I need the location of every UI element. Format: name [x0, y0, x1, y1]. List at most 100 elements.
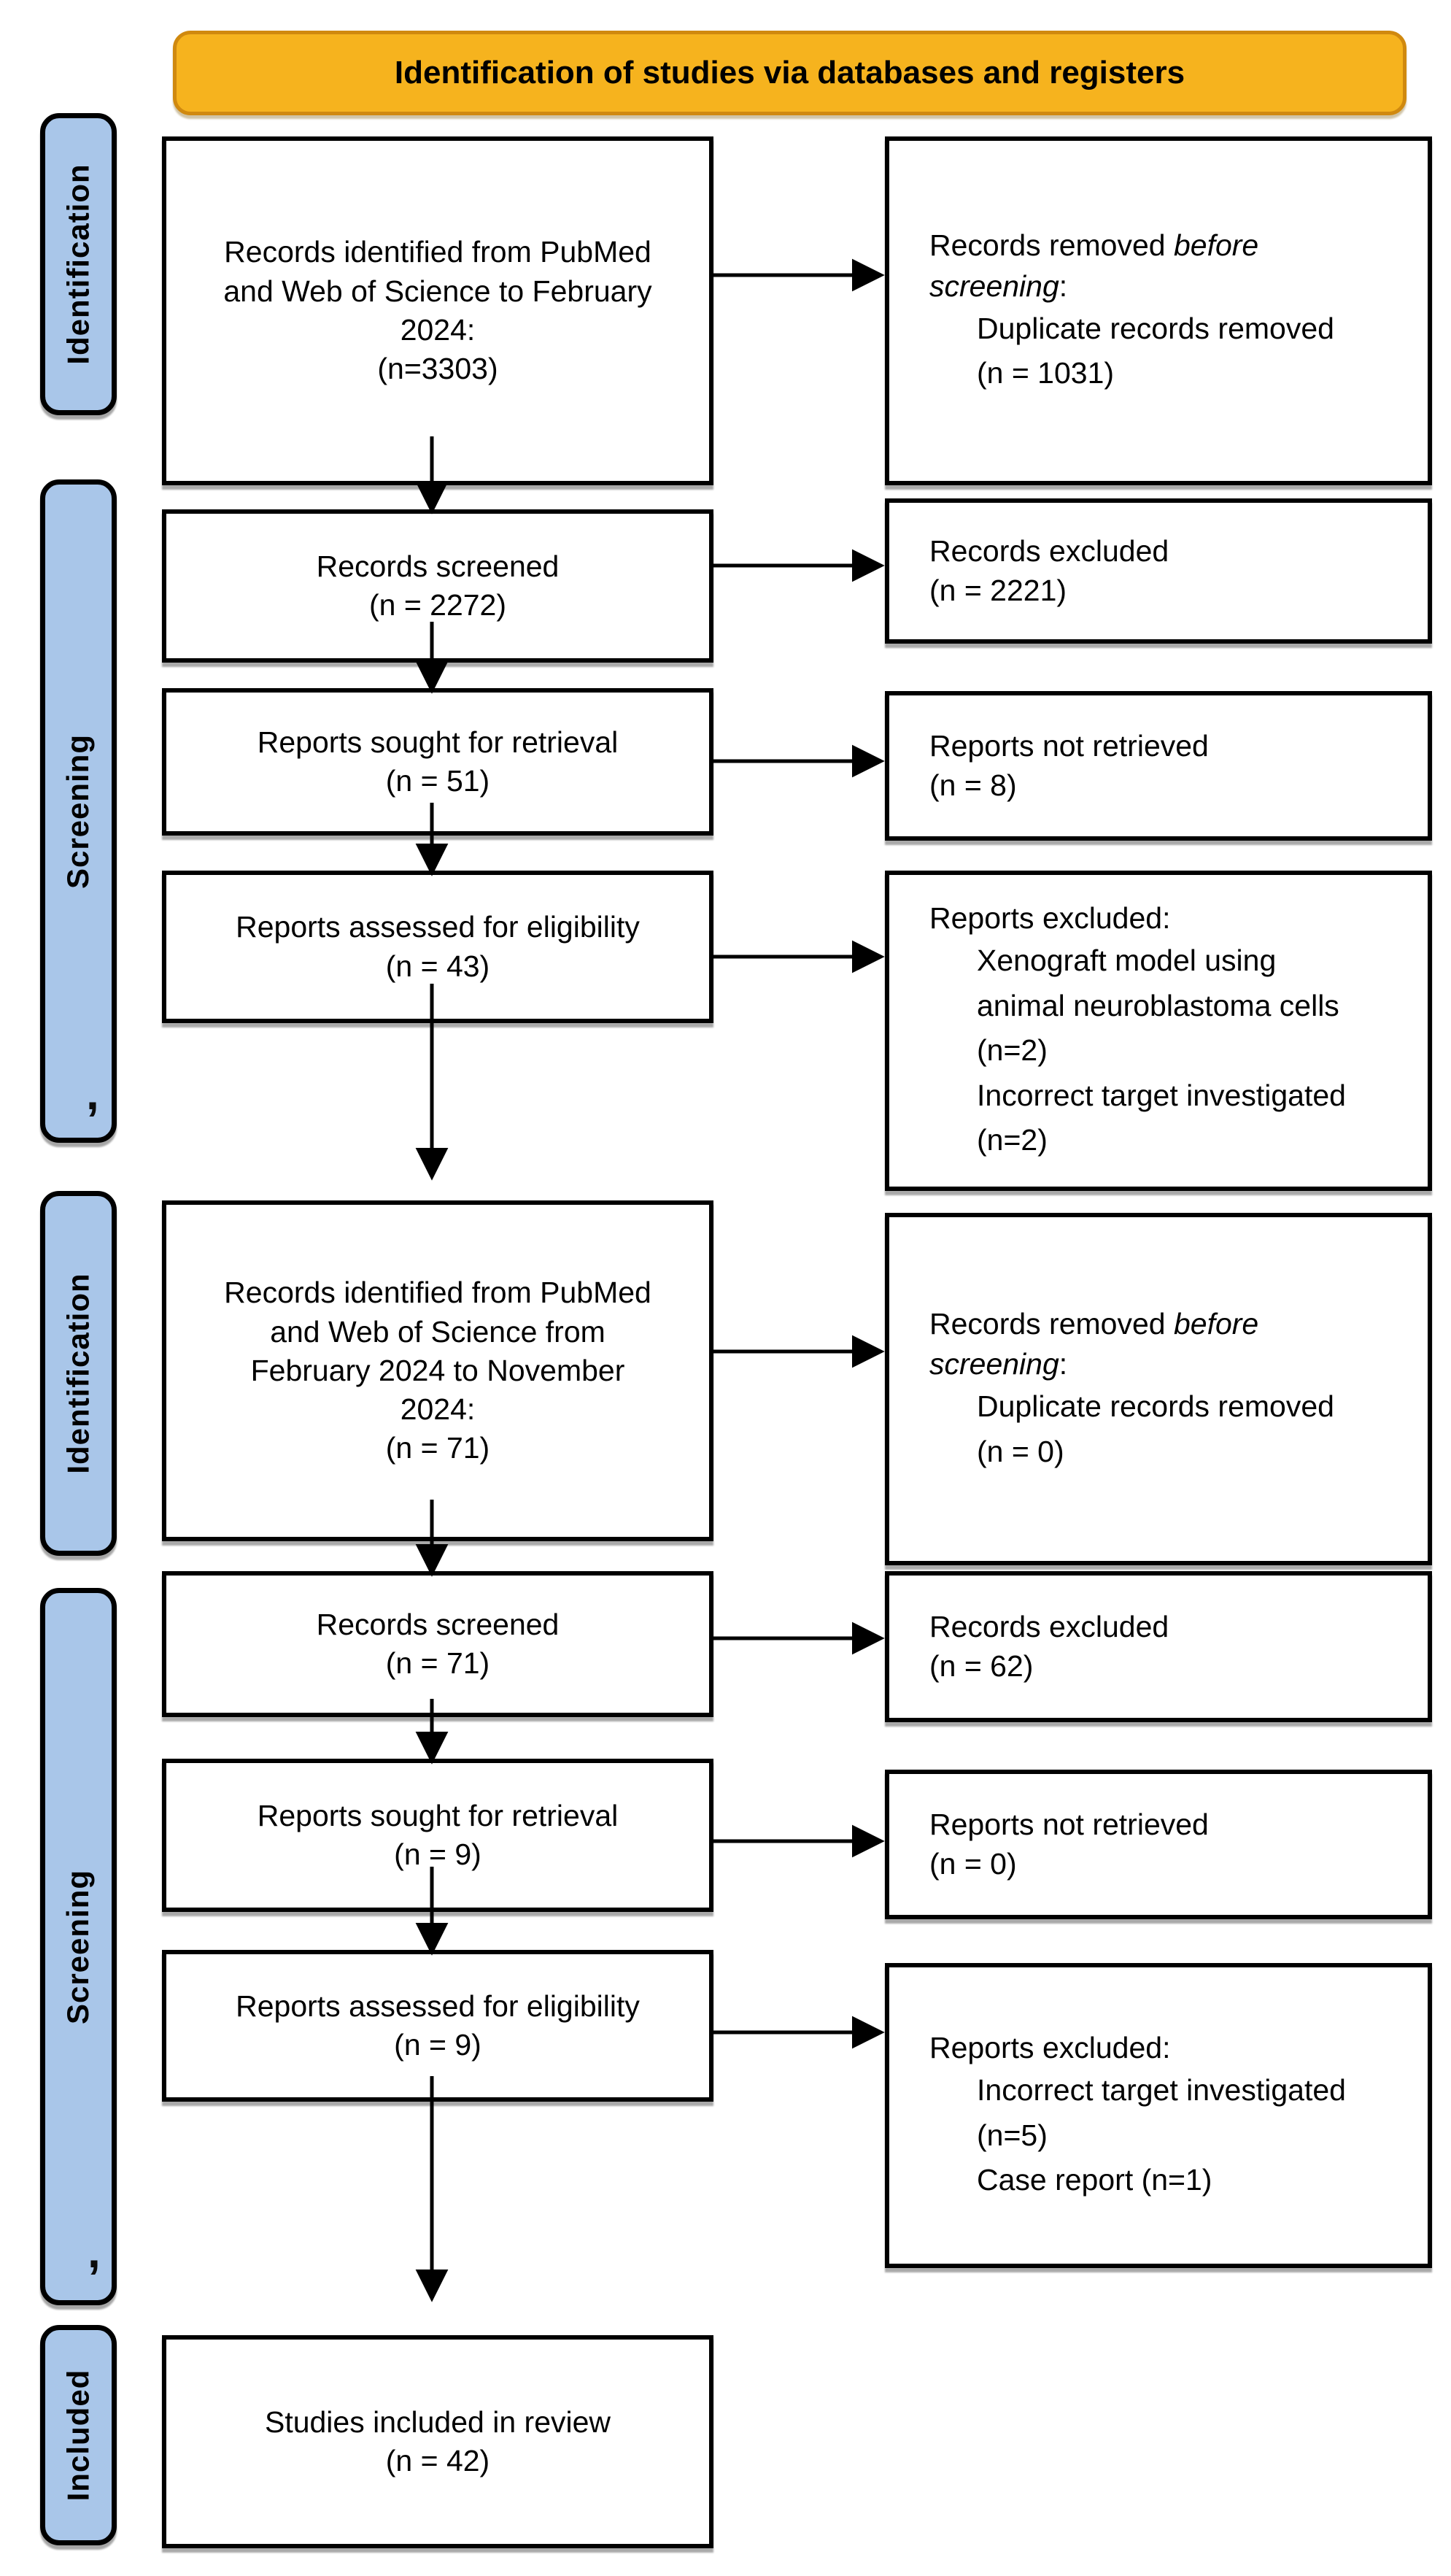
box-text: Studies included in review (n = 42): [265, 2403, 611, 2481]
box-text: Reports not retrieved (n = 0): [929, 1805, 1209, 1883]
text-line: and Web of Science from: [270, 1314, 605, 1349]
text-line: Case report (n=1): [977, 2163, 1212, 2197]
box-studies-included: Studies included in review (n = 42): [162, 2335, 713, 2548]
box-records-excluded-1: Records excluded (n = 2221): [885, 498, 1432, 644]
box-text: Records removed before: [929, 1304, 1258, 1344]
text-line: Reports not retrieved: [929, 729, 1209, 763]
text-line: Duplicate records removed: [977, 1389, 1334, 1424]
text-line: Reports assessed for eligibility: [236, 910, 640, 944]
text-line: (n = 0): [929, 1846, 1017, 1881]
head-italic: screening: [929, 269, 1059, 303]
box-records-excluded-2: Records excluded (n = 62): [885, 1571, 1432, 1722]
text-line: (n = 43): [385, 949, 490, 983]
text-line: 2024:: [400, 313, 476, 347]
box-text: Records identified from PubMed and Web of…: [223, 233, 651, 388]
sidebar-label: Screening: [61, 733, 96, 889]
text-line: Xenograft model using: [977, 944, 1277, 978]
text-line: Reports assessed for eligibility: [236, 1989, 640, 2023]
box-reports-not-retrieved-2: Reports not retrieved (n = 0): [885, 1770, 1432, 1919]
text-line: Studies included in review: [264, 2405, 611, 2439]
text-line: animal neuroblastoma cells: [977, 988, 1339, 1022]
box-detail: Duplicate records removed (n = 0): [977, 1384, 1334, 1474]
text-line: (n = 0): [977, 1434, 1064, 1468]
box-reports-assessed-1: Reports assessed for eligibility (n = 43): [162, 871, 713, 1023]
box-text: Reports excluded:: [929, 901, 1171, 936]
box-text: Reports assessed for eligibility (n = 43): [236, 908, 640, 986]
head-italic: before: [1173, 1306, 1259, 1341]
head-text: Records removed: [929, 228, 1174, 263]
head-text: :: [1059, 269, 1068, 303]
box-text: Records identified from PubMed and Web of…: [224, 1273, 651, 1468]
text-line: Records screened: [316, 1607, 560, 1641]
text-line: Reports not retrieved: [929, 1808, 1209, 1842]
text-line: Incorrect target investigated: [977, 1078, 1346, 1112]
box-records-removed-1: Records removed before screening: Duplic…: [885, 136, 1432, 485]
box-records-screened-2: Records screened (n = 71): [162, 1571, 713, 1717]
box-reports-sought-1: Reports sought for retrieval (n = 51): [162, 688, 713, 836]
text-line: Records screened: [316, 549, 560, 583]
head-text: Records removed: [929, 1306, 1174, 1341]
head-italic: screening: [929, 1347, 1059, 1381]
text-line: Duplicate records removed: [977, 311, 1334, 345]
box-reports-not-retrieved-1: Reports not retrieved (n = 8): [885, 691, 1432, 841]
box-reports-assessed-2: Reports assessed for eligibility (n = 9): [162, 1950, 713, 2102]
box-detail: Duplicate records removed (n = 1031): [977, 306, 1334, 396]
text-line: Incorrect target investigated: [977, 2073, 1346, 2108]
box-text: Reports not retrieved (n = 8): [929, 727, 1209, 805]
box-text: Reports excluded:: [929, 2031, 1171, 2065]
box-records-screened-1: Records screened (n = 2272): [162, 509, 713, 663]
box-text: Records excluded (n = 2221): [929, 532, 1169, 610]
box-text: Records removed before: [929, 225, 1258, 266]
box-records-identified-1: Records identified from PubMed and Web of…: [162, 136, 713, 485]
text-line: Records excluded: [929, 534, 1169, 568]
text-line: (n = 8): [929, 768, 1017, 802]
sidebar-label: Identification: [61, 1273, 96, 1474]
box-text: screening:: [929, 266, 1067, 306]
sidebar-label: Identification: [61, 163, 96, 365]
text-line: Records identified from PubMed: [224, 1276, 651, 1310]
box-reports-excluded-2: Reports excluded: Incorrect target inves…: [885, 1963, 1432, 2268]
sidebar-label: Screening: [61, 1869, 96, 2024]
text-line: (n=2): [977, 1033, 1048, 1068]
box-reports-excluded-1: Reports excluded: Xenograft model using a…: [885, 871, 1432, 1191]
box-text: Records screened (n = 71): [317, 1605, 560, 1684]
box-text: Reports assessed for eligibility (n = 9): [236, 1987, 640, 2065]
text-line: (n=3303): [377, 352, 498, 386]
text-line: Records excluded: [929, 1610, 1169, 1644]
text-line: (n = 2272): [368, 588, 507, 622]
text-line: (n = 51): [385, 764, 490, 798]
text-line: (n = 2221): [929, 573, 1067, 607]
box-records-removed-2: Records removed before screening: Duplic…: [885, 1213, 1432, 1565]
box-records-identified-2: Records identified from PubMed and Web of…: [162, 1200, 713, 1541]
banner-title: Identification of studies via databases …: [394, 55, 1185, 90]
text-line: (n = 71): [385, 1431, 490, 1465]
banner: Identification of studies via databases …: [173, 31, 1406, 115]
text-line: (n=5): [977, 2118, 1048, 2152]
head-text: :: [1059, 1347, 1068, 1381]
box-text: screening:: [929, 1344, 1067, 1384]
box-detail: Xenograft model using animal neuroblastom…: [977, 938, 1346, 1163]
box-text: Records excluded (n = 62): [929, 1608, 1169, 1686]
text-line: (n=2): [977, 1123, 1048, 1157]
sidebar-stage-screening-2: Screening: [40, 1588, 117, 2305]
sidebar-stage-screening-1: Screening: [40, 479, 117, 1143]
text-line: (n = 1031): [977, 356, 1115, 390]
sidebar-stage-included: Included: [40, 2325, 117, 2545]
sidebar-stage-identification-2: Identification: [40, 1191, 117, 1556]
text-line: (n = 71): [385, 1646, 490, 1680]
sidebar-stage-identification-1: Identification: [40, 113, 117, 415]
text-line: Records identified from PubMed: [224, 235, 651, 269]
text-line: (n = 9): [394, 2028, 481, 2062]
box-reports-sought-2: Reports sought for retrieval(n = 9): [162, 1759, 713, 1912]
text-line: Reports sought for retrieval: [257, 725, 619, 759]
text-line: February 2024 to November: [250, 1353, 625, 1387]
text-line: Reports sought for retrieval: [257, 1798, 619, 1832]
sidebar-label: Included: [61, 2369, 96, 2502]
box-text: Reports sought for retrieval(n = 9): [258, 1797, 619, 1875]
text-line: (n = 62): [929, 1648, 1034, 1683]
text-line: (n = 42): [385, 2444, 490, 2477]
box-detail: Incorrect target investigated (n=5) Case r…: [977, 2068, 1346, 2203]
text-line: 2024:: [400, 1392, 476, 1427]
text-line: and Web of Science to February: [223, 274, 652, 308]
